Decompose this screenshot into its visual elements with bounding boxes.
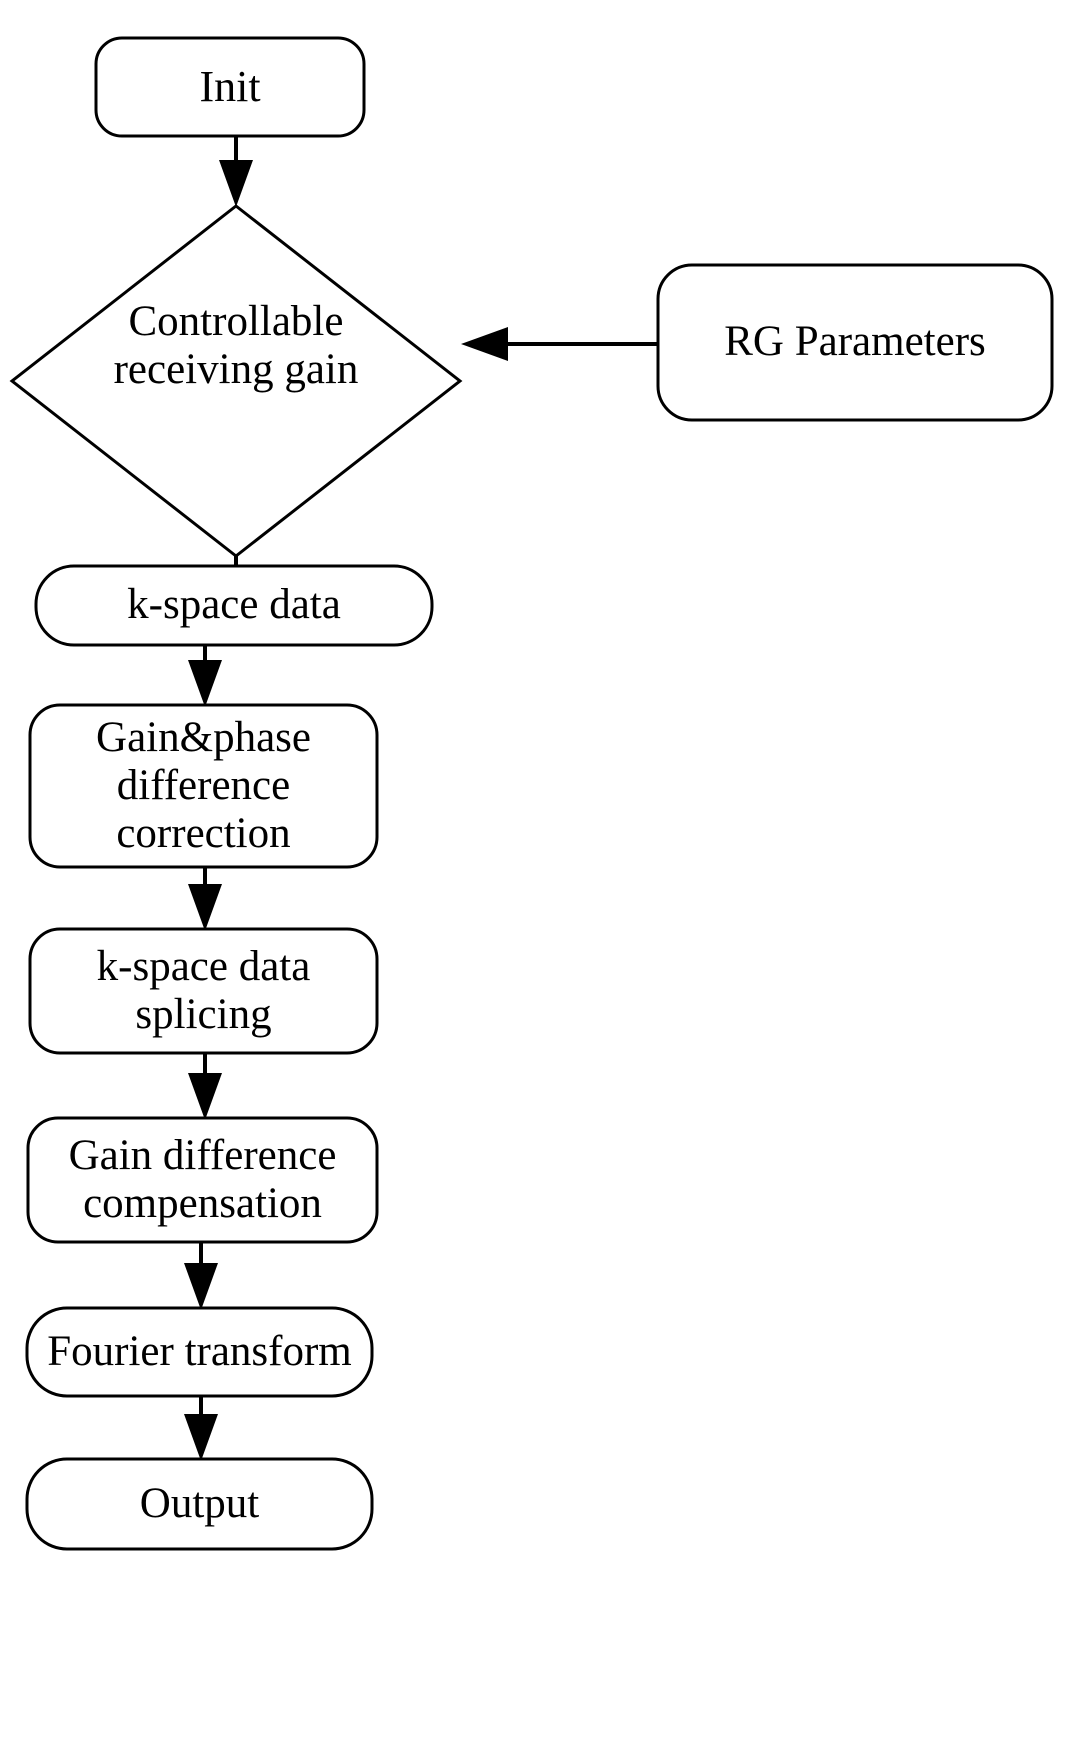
node-output-shape[interactable] — [25, 1457, 374, 1551]
edge-compensation-to-fourier — [184, 1242, 218, 1310]
node-init-shape[interactable] — [94, 36, 366, 138]
edge-correction-to-splicing — [188, 867, 222, 931]
edge-fourier-to-output — [184, 1396, 218, 1461]
edge-splicing-to-compensation — [188, 1053, 222, 1120]
edge-rg-parameters-to-decision — [461, 327, 657, 361]
edge-init-to-decision — [219, 136, 253, 207]
node-k-space-data-shape[interactable] — [34, 564, 434, 647]
edge-k-space-data-to-correction — [188, 645, 222, 707]
node-rg-parameters-shape[interactable] — [656, 263, 1054, 422]
node-fourier-transform-shape[interactable] — [25, 1306, 374, 1398]
node-controllable-receiving-gain-shape[interactable] — [9, 204, 463, 558]
node-k-space-data-splicing-shape[interactable] — [28, 927, 379, 1055]
node-gain-difference-compensation-shape[interactable] — [26, 1116, 379, 1244]
node-gain-phase-difference-correction-shape[interactable] — [28, 703, 379, 869]
